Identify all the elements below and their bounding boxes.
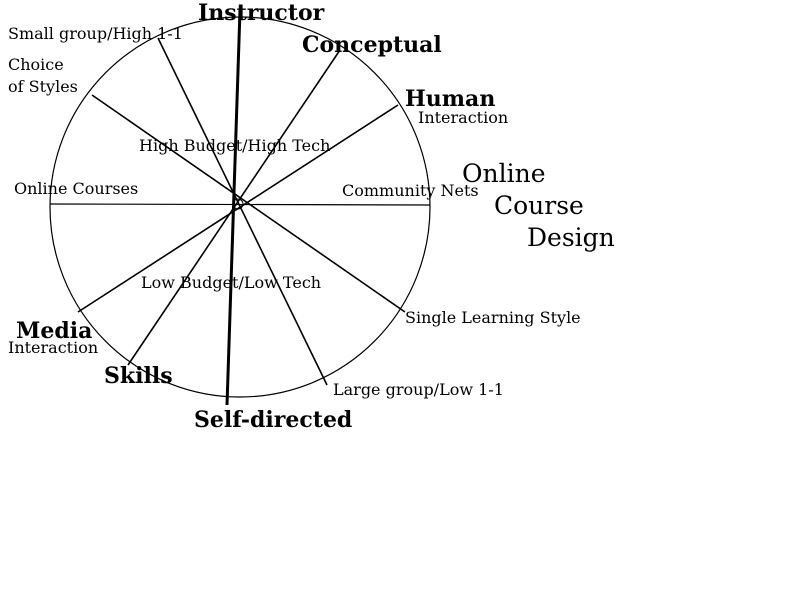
center-hub: [232, 198, 244, 210]
label-media: Media: [16, 318, 93, 344]
label-large-group: Large group/Low 1-1: [333, 380, 504, 399]
spoke-small-group-large-group: [157, 37, 328, 386]
label-choice-line1: Choice: [8, 55, 64, 74]
label-low-budget: Low Budget/Low Tech: [141, 273, 322, 292]
label-online-courses: Online Courses: [14, 179, 139, 198]
label-high-budget: High Budget/High Tech: [139, 136, 331, 155]
title-line-design: Design: [527, 223, 615, 252]
label-single-style: Single Learning Style: [405, 308, 581, 327]
label-small-group: Small group/High 1-1: [8, 24, 183, 43]
label-instructor: Instructor: [198, 0, 325, 26]
label-self-directed: Self-directed: [194, 407, 353, 433]
label-human-interaction: Interaction: [418, 108, 509, 127]
label-skills: Skills: [104, 363, 173, 389]
spoke-online-courses-community-nets: [49, 203, 431, 206]
label-community-nets: Community Nets: [342, 181, 479, 200]
title-line-course: Course: [494, 191, 584, 220]
label-human: Human: [405, 86, 496, 112]
title-line-online: Online: [462, 159, 546, 188]
label-choice-line2: of Styles: [8, 77, 78, 96]
label-conceptual: Conceptual: [302, 32, 442, 58]
label-media-interaction: Interaction: [8, 338, 99, 357]
spoke-choice-single-style: [91, 94, 406, 313]
